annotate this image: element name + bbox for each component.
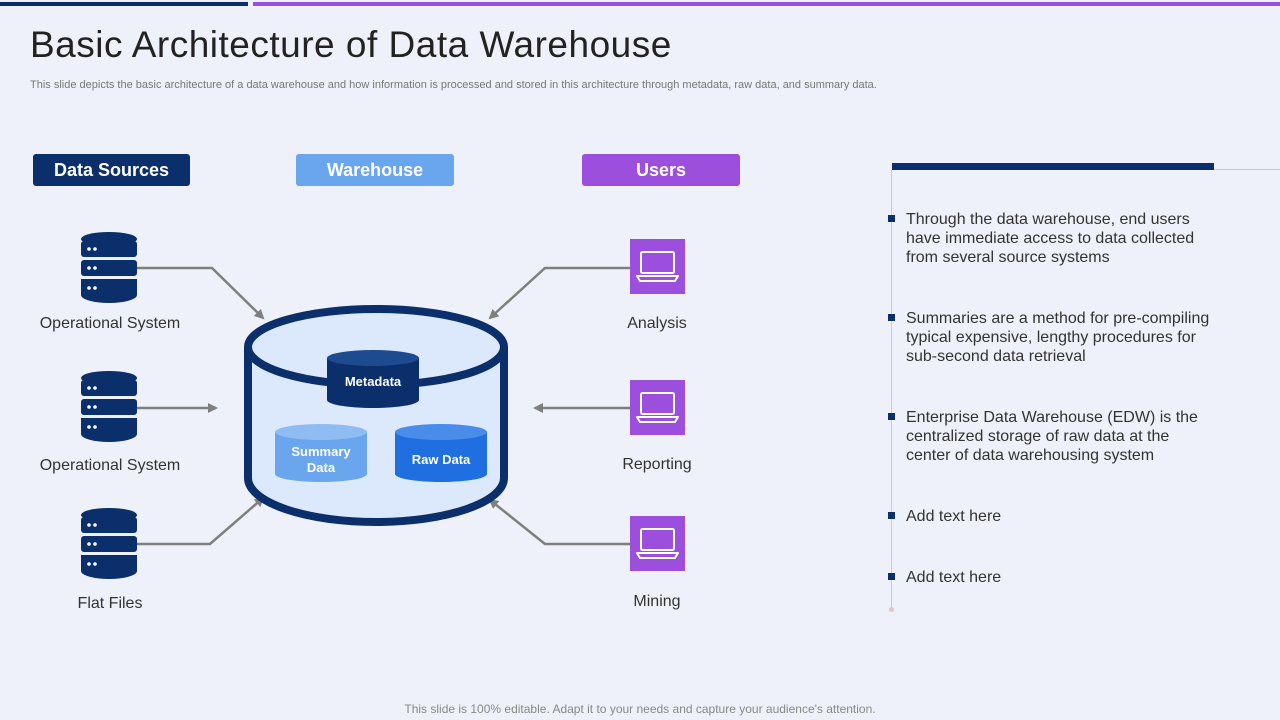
bullet-square-icon	[888, 413, 895, 420]
source-label-1: Operational System	[39, 315, 181, 332]
bullet-text: Through the data warehouse, end users ha…	[906, 211, 1195, 266]
bullet-square-icon	[888, 215, 895, 222]
raw-data-cylinder: Raw Data	[395, 424, 487, 482]
warehouse-header: Warehouse	[296, 154, 454, 186]
metadata-label: Metadata	[345, 374, 402, 389]
warehouse-cylinder	[244, 305, 508, 526]
users-header: Users	[582, 154, 740, 186]
source-label-3: Flat Files	[77, 595, 143, 612]
top-accent-bar-purple	[253, 2, 1280, 6]
summary-data-label-line1: Summary	[291, 444, 351, 459]
user-label-analysis: Analysis	[627, 315, 687, 332]
summary-data-cylinder: Summary Data	[275, 424, 367, 482]
bullet-item: Through the data warehouse, end users ha…	[888, 210, 1218, 267]
data-sources-header: Data Sources	[33, 154, 190, 186]
laptop-icon	[630, 380, 685, 435]
summary-data-label-line2: Data	[307, 460, 336, 475]
bullet-item: Enterprise Data Warehouse (EDW) is the c…	[888, 408, 1218, 465]
bullet-item: Summaries are a method for pre-compiling…	[888, 309, 1218, 366]
bullet-square-icon	[888, 512, 895, 519]
source-label-2: Operational System	[39, 457, 181, 474]
footer-note: This slide is 100% editable. Adapt it to…	[404, 702, 876, 716]
bullet-item: Add text here	[888, 568, 1218, 587]
panel-divider	[891, 170, 892, 610]
database-server-icon	[81, 508, 137, 579]
bullet-item: Add text here	[888, 507, 1218, 526]
bullet-text: Add text here	[906, 569, 1002, 586]
arrow-user-3	[488, 498, 630, 546]
bullet-text: Enterprise Data Warehouse (EDW) is the c…	[906, 409, 1198, 464]
panel-end-dot	[889, 607, 894, 612]
bullet-text: Summaries are a method for pre-compiling…	[906, 310, 1210, 365]
arrow-user-1	[488, 266, 630, 320]
arrow-source-1	[137, 266, 265, 320]
raw-data-label: Raw Data	[412, 452, 471, 467]
user-label-mining: Mining	[633, 593, 681, 610]
bullet-text: Add text here	[906, 508, 1002, 525]
metadata-cylinder: Metadata	[327, 350, 419, 408]
bullet-square-icon	[888, 573, 895, 580]
database-server-icon	[81, 232, 137, 303]
laptop-icon	[630, 239, 685, 294]
database-server-icon	[81, 371, 137, 442]
top-accent-bar-navy	[0, 2, 248, 6]
user-label-reporting: Reporting	[622, 456, 692, 473]
panel-header-bar	[892, 163, 1214, 170]
page-title: Basic Architecture of Data Warehouse	[30, 24, 672, 65]
bullet-square-icon	[888, 314, 895, 321]
arrow-source-3	[137, 496, 265, 546]
page-subtitle: This slide depicts the basic architectur…	[30, 79, 877, 91]
panel-header-line	[1214, 169, 1280, 170]
laptop-icon	[630, 516, 685, 571]
